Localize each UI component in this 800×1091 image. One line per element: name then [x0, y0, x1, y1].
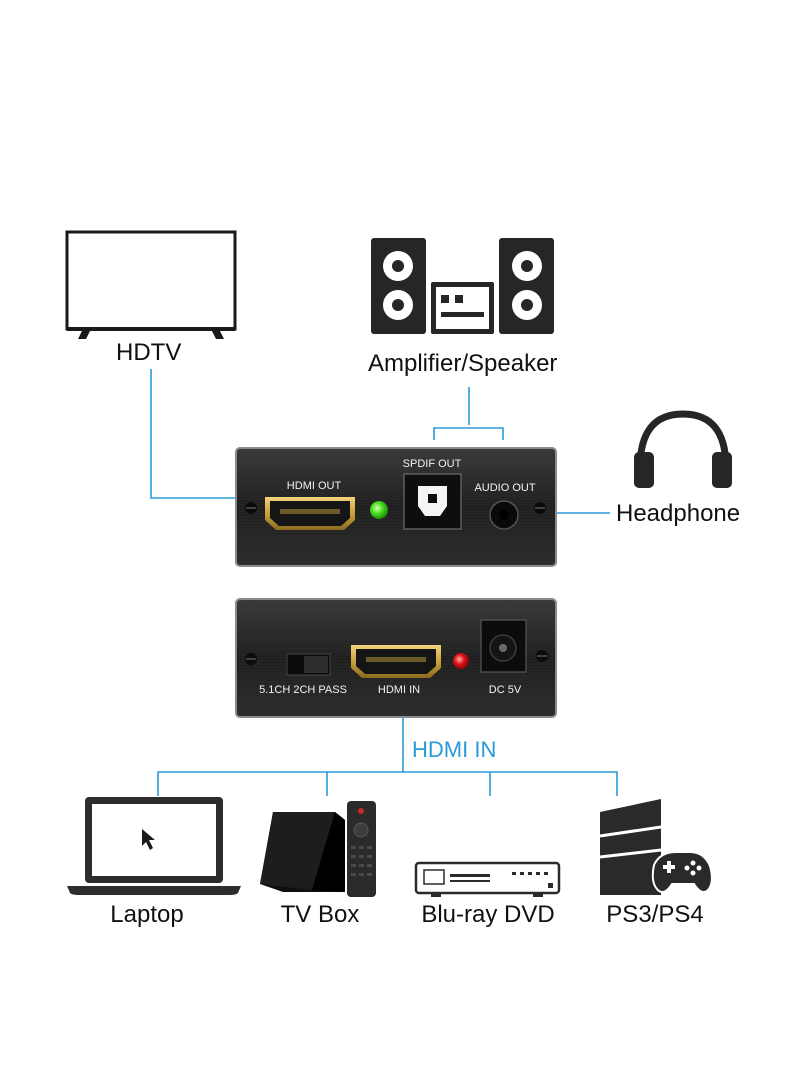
- tv-icon: [65, 230, 237, 339]
- amplifier-speaker-label: Amplifier/Speaker: [368, 350, 558, 377]
- source-label-ps3-ps4: PS3/PS4: [606, 901, 704, 928]
- hdmi-in-link-label: HDMI IN: [412, 737, 497, 762]
- headphone-icon: [634, 410, 732, 488]
- spdif-out-port-label: SPDIF OUT: [402, 458, 462, 470]
- bluray-player-icon: [414, 861, 561, 897]
- tv-box-icon: [260, 801, 376, 897]
- hdmi-in-port-label: HDMI IN: [377, 684, 421, 696]
- connection-lines: [150, 369, 618, 796]
- source-label-tv-box: TV Box: [280, 901, 360, 928]
- hdtv-label: HDTV: [116, 339, 182, 366]
- hdmi-out-port-label: HDMI OUT: [286, 480, 342, 492]
- source-label-laptop: Laptop: [110, 901, 184, 928]
- source-label-bluray-dvd: Blu-ray DVD: [421, 901, 555, 928]
- game-console-icon: [599, 799, 713, 895]
- laptop-icon: [67, 797, 241, 895]
- front-panel-device: [235, 447, 557, 567]
- power-led-green: [370, 501, 388, 519]
- dc-power-label: DC 5V: [488, 684, 522, 696]
- headphone-label: Headphone: [616, 500, 741, 527]
- amplifier-speaker-icon: [371, 238, 554, 334]
- back-panel-device: [235, 598, 557, 718]
- power-led-red: [453, 653, 469, 669]
- audio-out-port-label: AUDIO OUT: [474, 482, 536, 494]
- mode-switch-label: 5.1CH 2CH PASS: [259, 684, 347, 696]
